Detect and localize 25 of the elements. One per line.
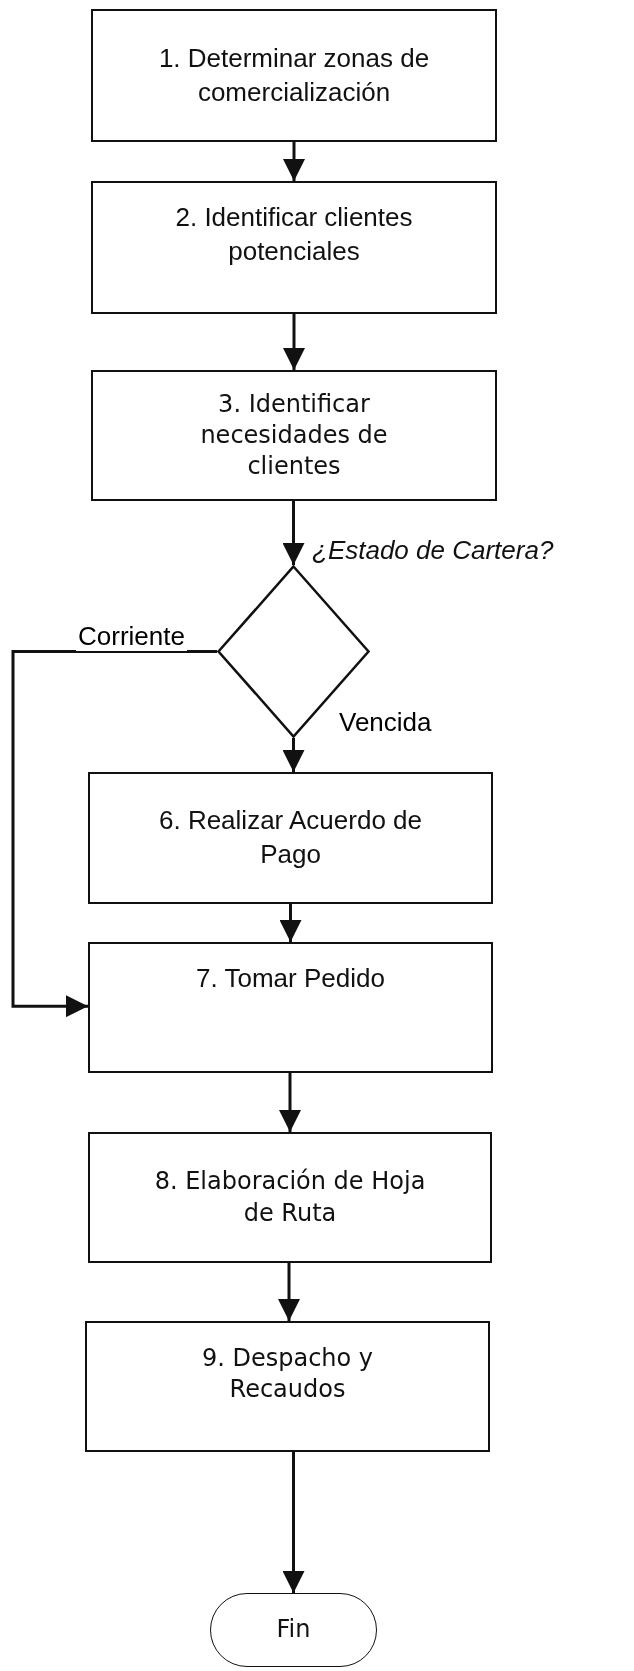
process-box [88, 942, 493, 1073]
arrow [283, 142, 305, 181]
step-text: 2. Identificar clientes potenciales [174, 201, 414, 268]
arrow [11, 650, 217, 1018]
process-box [91, 9, 497, 142]
step-text: 6. Realizar Acuerdo de Pago [157, 804, 423, 871]
step-text: 8. Elaboración de Hoja de Ruta [153, 1166, 427, 1229]
process-box [91, 370, 497, 501]
process-box [88, 1132, 492, 1263]
arrow [283, 314, 305, 370]
process-box [85, 1321, 490, 1452]
step-text: 3. Identificar necesidades de clientes [199, 388, 389, 483]
arrow [282, 738, 305, 772]
step-text: Fin [276, 1614, 311, 1646]
arrow [278, 1263, 300, 1321]
process-box [91, 181, 497, 314]
arrow [279, 904, 302, 942]
arrow [282, 501, 305, 565]
arrow [282, 1452, 305, 1593]
step-text: 7. Tomar Pedido [196, 962, 385, 995]
process-box [88, 772, 493, 904]
decision-question: ¿Estado de Cartera? [312, 534, 554, 567]
step-text: 1. Determinar zonas de comercialización [157, 41, 431, 109]
step-text: 9. Despacho y Recaudos [200, 1343, 375, 1406]
arrow [279, 1073, 301, 1132]
